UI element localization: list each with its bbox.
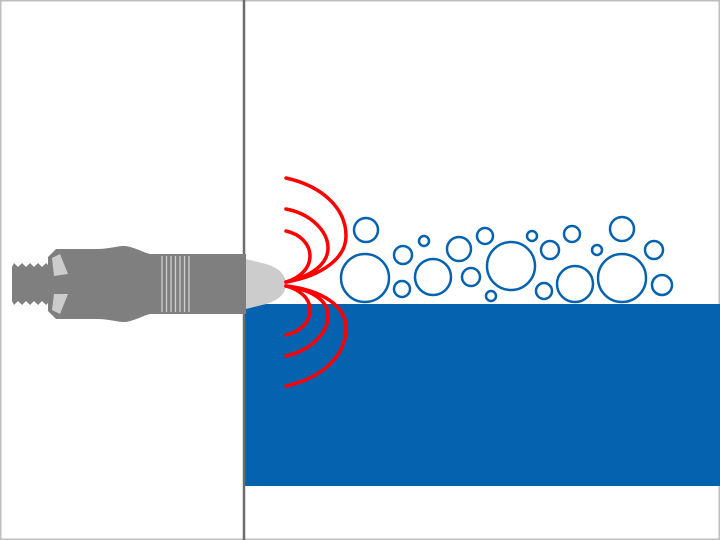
bubble [525, 229, 539, 243]
foam-bubbles-icon [339, 215, 674, 304]
bubble [485, 240, 537, 292]
sensor-body [148, 254, 246, 314]
sensor-nut-highlight-top [52, 254, 68, 276]
bubble [562, 224, 582, 244]
bubble [534, 281, 554, 301]
sensor-tip [246, 259, 286, 309]
bubble [590, 243, 604, 257]
bubble [539, 239, 561, 261]
bubble [484, 289, 498, 303]
sound-waves-icon [284, 176, 348, 388]
bubble [475, 226, 495, 246]
liquid-body [244, 304, 720, 486]
sensor-nut-highlight-bottom [52, 294, 68, 314]
ultrasonic-sensor-icon [12, 246, 286, 322]
sensor-thread [12, 267, 50, 301]
sound-wave-arc [284, 176, 348, 284]
sensor-hex-nut [48, 246, 150, 322]
bubble [643, 239, 665, 261]
bubble [460, 266, 482, 288]
bubble [417, 234, 431, 248]
sound-wave-arc [284, 207, 330, 284]
sound-wave-arc [284, 284, 312, 337]
bubble [650, 273, 674, 297]
sound-wave-arc [284, 229, 312, 284]
bubble [555, 264, 595, 304]
sound-wave-arc [284, 284, 330, 358]
bubble [392, 279, 412, 299]
bubble [413, 257, 453, 297]
bubble [339, 252, 391, 304]
bubble [445, 235, 473, 263]
bubble [608, 215, 636, 243]
sensor-ribs [161, 256, 190, 312]
bubble [352, 216, 380, 244]
sound-wave-arc [284, 284, 348, 388]
bubble [596, 252, 648, 304]
bubble [392, 244, 414, 266]
